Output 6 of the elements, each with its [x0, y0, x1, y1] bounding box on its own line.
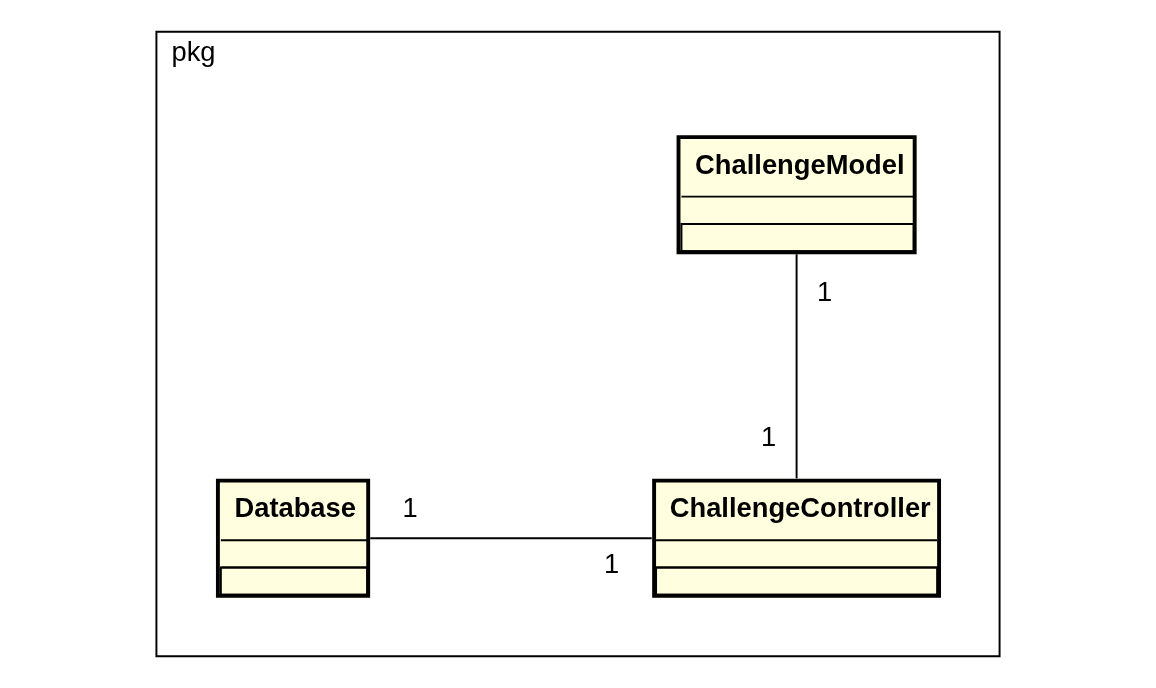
label: 1: [402, 492, 418, 524]
connector: [795, 253, 798, 480]
connector: [369, 537, 653, 540]
label: 1: [604, 548, 620, 580]
label: 1: [816, 276, 833, 308]
label: 1: [761, 420, 777, 452]
